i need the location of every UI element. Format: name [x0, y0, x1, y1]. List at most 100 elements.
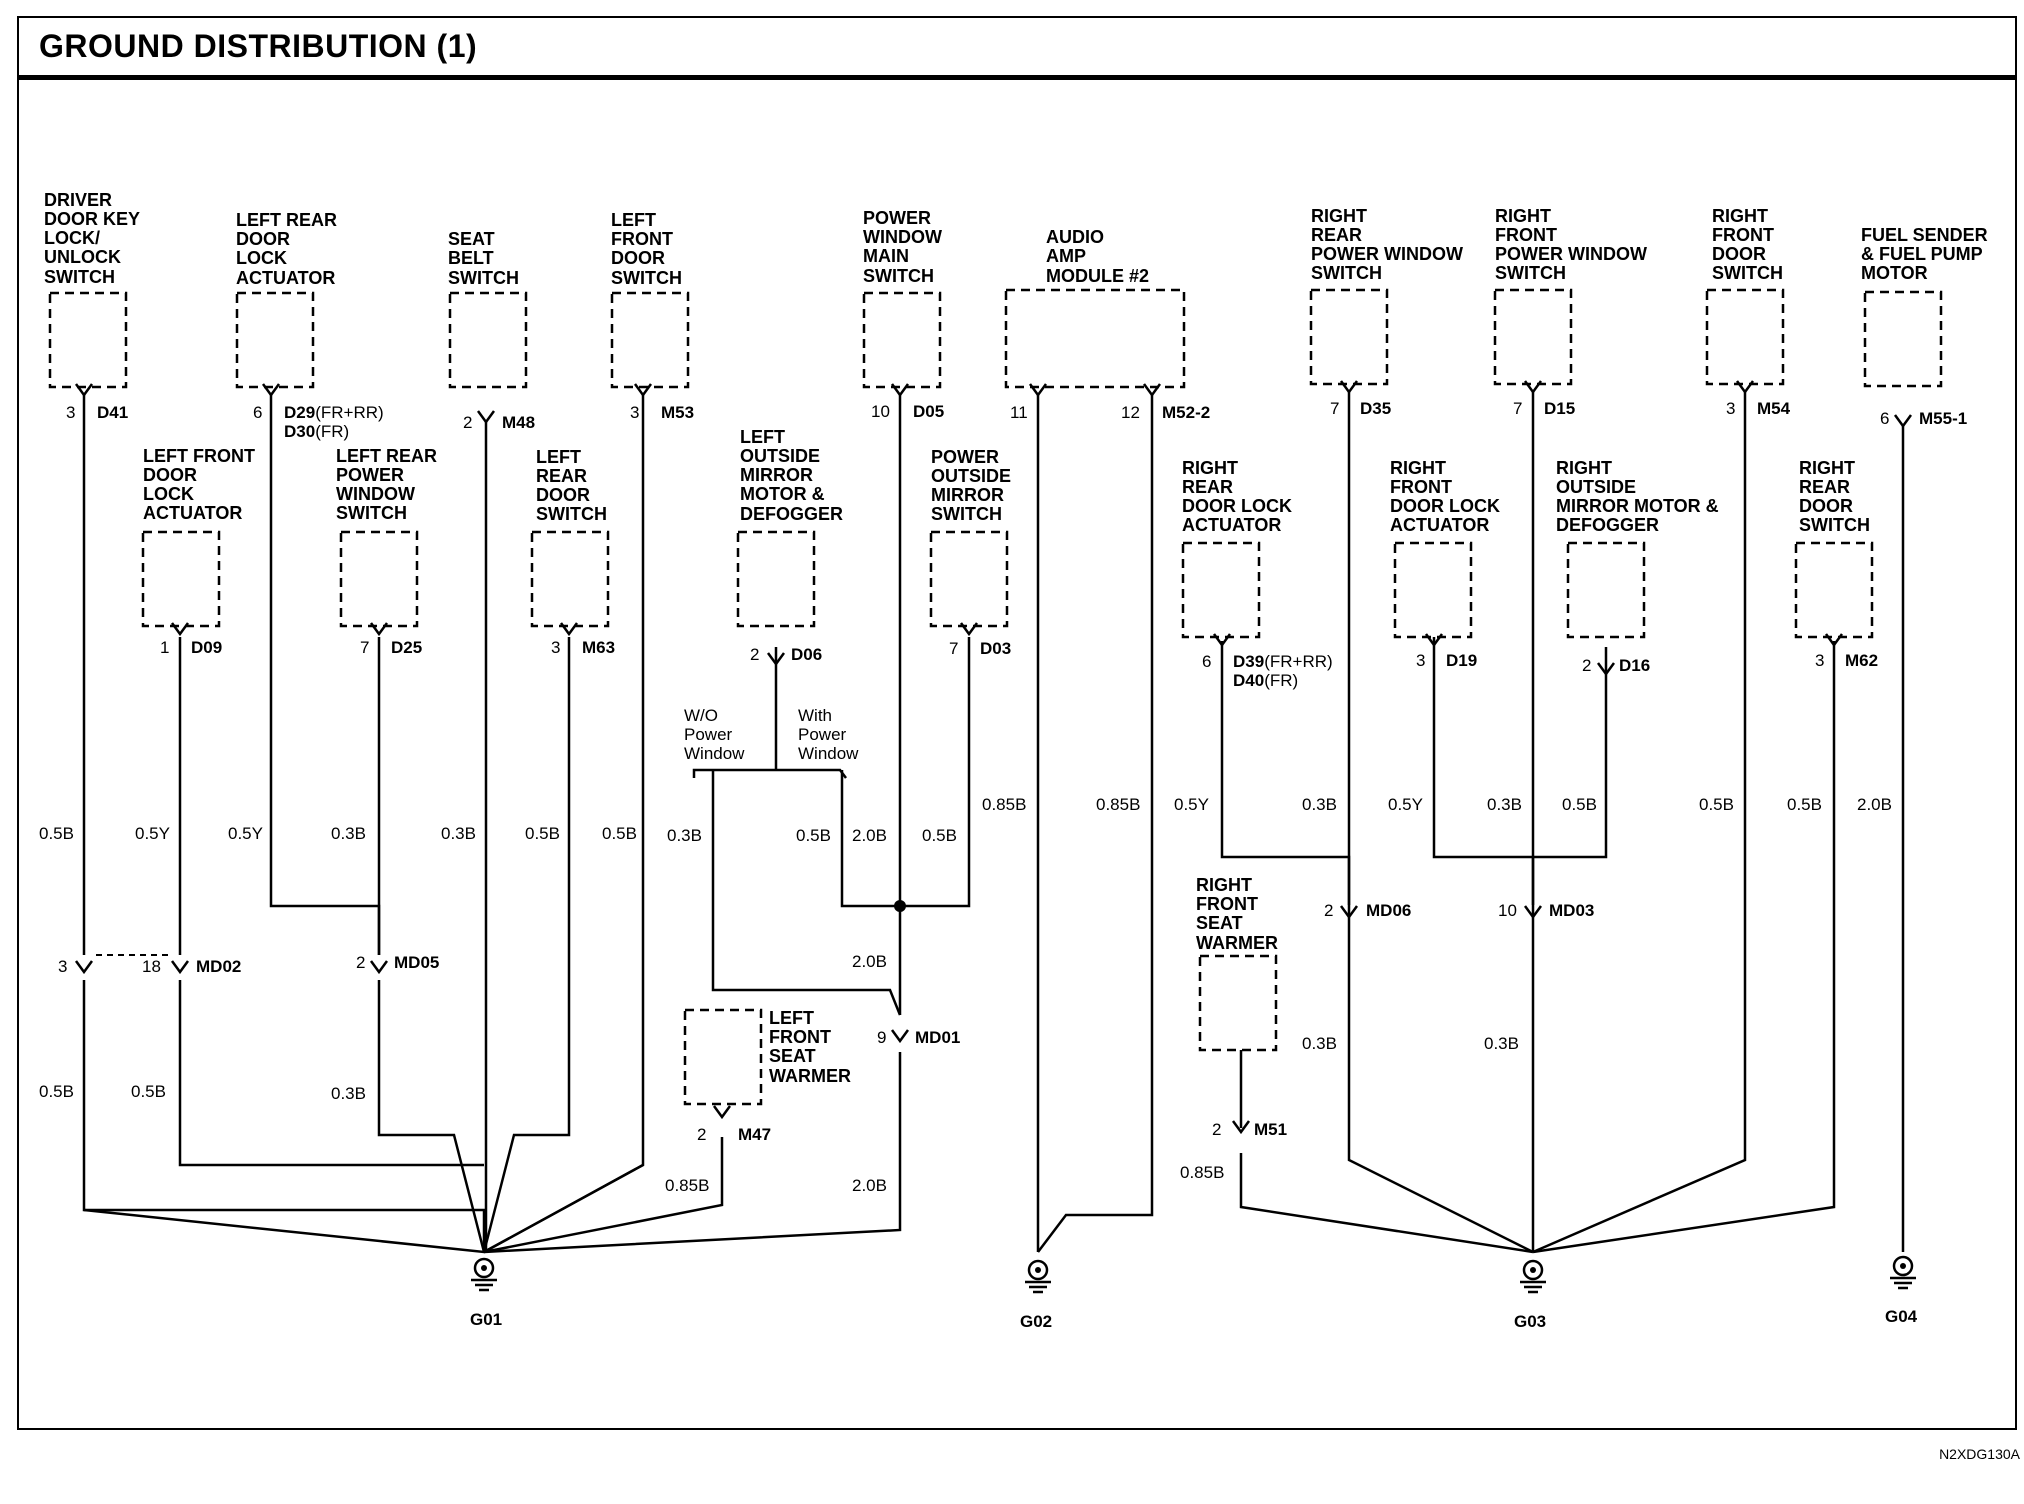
- connector-id: D16: [1619, 656, 1650, 675]
- ground-icon: [1888, 1255, 1918, 1290]
- option-with-power-window: With Power Window: [798, 706, 859, 763]
- component-label-left-rear-door-lock: LEFT REAR DOOR LOCK ACTUATOR: [236, 210, 342, 288]
- junction-id: MD03: [1549, 901, 1594, 920]
- connector-id: M54: [1757, 399, 1791, 418]
- wire-size: 0.85B: [665, 1176, 709, 1195]
- wire-md02-b: [178, 980, 484, 1167]
- wire-m54: [1532, 390, 1747, 1254]
- box-power-window-main: [862, 291, 942, 389]
- box-power-outside-mirror: [929, 530, 1009, 628]
- wire-size: 0.5Y: [1388, 795, 1423, 814]
- component-label-power-outside-mirror: POWER OUTSIDE MIRROR SWITCH: [931, 447, 1016, 524]
- wire-size: 0.5B: [602, 824, 637, 843]
- pin-number: 3: [1416, 651, 1425, 670]
- pin-number: 2: [1324, 901, 1333, 920]
- box-left-rear-door-switch: [530, 530, 610, 628]
- pin-number: 2: [463, 413, 472, 432]
- pin-number: 7: [360, 638, 369, 657]
- pin-number: 6: [1880, 409, 1889, 428]
- wire-m52-12: [1037, 393, 1154, 1253]
- connector-id: M52-2: [1162, 403, 1210, 422]
- box-seat-belt: [448, 291, 528, 389]
- box-left-front-door-switch: [610, 291, 690, 389]
- wire-size: 0.5B: [1699, 795, 1734, 814]
- component-label-fuel-sender: FUEL SENDER & FUEL PUMP MOTOR: [1861, 225, 1993, 283]
- option-without-power-window: W/O Power Window: [684, 706, 745, 763]
- wires: [82, 390, 1905, 1254]
- pin-number: 12: [1121, 403, 1140, 422]
- wire-with-pw: [840, 770, 900, 908]
- wire-m63: [482, 637, 571, 1253]
- wire-size: 0.3B: [441, 824, 476, 843]
- ground-symbols: [469, 1255, 1918, 1294]
- component-label-seat-belt: SEAT BELT SWITCH: [448, 229, 519, 288]
- connector-id: M53: [661, 403, 694, 422]
- diagram-frame: GROUND DISTRIBUTION (1): [17, 16, 2017, 1430]
- connector-id: D25: [391, 638, 422, 657]
- wire-size: 0.3B: [1487, 795, 1522, 814]
- component-label-left-rear-door-switch: LEFT REAR DOOR SWITCH: [536, 447, 607, 524]
- component-label-driver-door-key: DRIVER DOOR KEY LOCK/ UNLOCK SWITCH: [44, 190, 145, 287]
- connector-id: M63: [582, 638, 615, 657]
- component-label-right-front-door-lock: RIGHT FRONT DOOR LOCK ACTUATOR: [1390, 458, 1505, 535]
- wire-m51-g03: [1239, 1153, 1534, 1254]
- junction-id: MD02: [196, 957, 241, 976]
- pin-number: 10: [1498, 901, 1517, 920]
- pin-number: 7: [1330, 399, 1339, 418]
- connector-id: D19: [1446, 651, 1477, 670]
- pin-number: 2: [697, 1125, 706, 1144]
- box-right-front-door-switch: [1705, 288, 1785, 386]
- wire-size: 0.3B: [1302, 795, 1337, 814]
- wire-d19: [1432, 637, 1535, 905]
- component-label-left-front-seat-warmer: LEFT FRONT SEAT WARMER: [769, 1008, 851, 1086]
- wire-option: [692, 768, 847, 779]
- wire-m47: [483, 1137, 724, 1254]
- component-label-right-front-seat-warmer: RIGHT FRONT SEAT WARMER: [1196, 875, 1278, 953]
- wire-size: 2.0B: [852, 826, 887, 845]
- connector-id: M55-1: [1919, 409, 1967, 428]
- wire-md05-g01: [377, 980, 486, 1253]
- wire-size: 0.5B: [922, 826, 957, 845]
- component-labels: DRIVER DOOR KEY LOCK/ UNLOCK SWITCH LEFT…: [44, 190, 1993, 1086]
- page-title: GROUND DISTRIBUTION (1): [39, 28, 478, 64]
- wire-md01-g01: [483, 1052, 902, 1254]
- component-label-power-window-main: POWER WINDOW MAIN SWITCH: [863, 208, 947, 286]
- box-fuel-sender: [1863, 290, 1943, 388]
- component-label-left-outside-mirror: LEFT OUTSIDE MIRROR MOTOR & DEFOGGER: [740, 427, 843, 524]
- box-left-outside-mirror: [736, 530, 816, 628]
- pin-number: 3: [630, 403, 639, 422]
- wire-size: 0.5B: [1562, 795, 1597, 814]
- wire-size: 0.3B: [667, 826, 702, 845]
- connector-id: M51: [1254, 1120, 1287, 1139]
- pin-number: 18: [142, 957, 161, 976]
- wire-size: 0.3B: [1302, 1034, 1337, 1053]
- ground-icon: [1518, 1259, 1548, 1294]
- connector-id: D06: [791, 645, 822, 664]
- box-right-rear-pw: [1309, 288, 1389, 386]
- wire-md02-g01: [82, 980, 486, 1252]
- wire-size: 0.5B: [796, 826, 831, 845]
- connector-id: M47: [738, 1125, 771, 1144]
- ground-label-g04: G04: [1885, 1307, 1918, 1326]
- connector-id: M62: [1845, 651, 1878, 670]
- pin-number: 1: [160, 638, 169, 657]
- box-driver-door-key: [48, 291, 128, 389]
- ground-label-g02: G02: [1020, 1312, 1052, 1331]
- wire-size: 0.5B: [1787, 795, 1822, 814]
- wire-size: 0.85B: [1096, 795, 1140, 814]
- pin-number: 7: [949, 639, 958, 658]
- wire-wo-pw: [711, 770, 902, 1016]
- ground-label-g01: G01: [470, 1310, 502, 1329]
- component-label-right-outside-mirror: RIGHT OUTSIDE MIRROR MOTOR & DEFOGGER: [1556, 458, 1724, 535]
- component-label-right-rear-door-switch: RIGHT REAR DOOR SWITCH: [1799, 458, 1870, 535]
- component-label-audio-amp: AUDIO AMP MODULE #2: [1046, 227, 1149, 286]
- pin-number: 3: [1726, 399, 1735, 418]
- wire-size: 2.0B: [852, 1176, 887, 1195]
- box-left-front-door-lock: [141, 530, 221, 628]
- wire-d35: [1347, 390, 1534, 1254]
- wire-size: 0.5B: [39, 1082, 74, 1101]
- component-label-right-front-pw: RIGHT FRONT POWER WINDOW SWITCH: [1495, 206, 1652, 283]
- component-label-right-rear-pw: RIGHT REAR POWER WINDOW SWITCH: [1311, 206, 1468, 283]
- pin-number: 10: [871, 402, 890, 421]
